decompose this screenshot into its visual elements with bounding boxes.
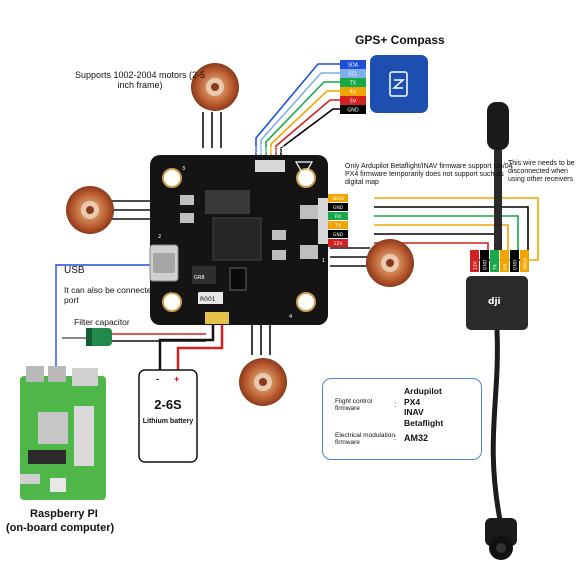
gps-pin-tx: TX (349, 81, 357, 87)
onboard-computer-label: (on-board computer) (6, 522, 115, 534)
firmware-inav: INAV (404, 407, 424, 418)
vtx-pin-rx: RX (335, 214, 341, 220)
motor-wires (112, 112, 370, 355)
motor-bottom (239, 358, 287, 406)
motor-number-3: 3 (182, 166, 185, 172)
vtx-pin-tx: TX (334, 223, 341, 229)
rx-pin-gnd-2: GND (513, 259, 519, 270)
flight-firmware-values: Ardupilot PX4 INAV Betaflight (404, 386, 443, 429)
raspberry-pi-label: Raspberry PI (30, 508, 98, 520)
esc-firmware-colon: : (394, 433, 397, 442)
dji-logo-icon: dji (488, 297, 501, 307)
receiver-pin-labels: 12V GND TX RX GND SBUS (470, 250, 529, 272)
firmware-betaflight: Betaflight (404, 417, 444, 428)
battery-wires (158, 325, 224, 372)
gps-pin-labels: SDA SCL TX RX 5V GND (340, 60, 366, 114)
fc-pad-labels: SCL SDA TX RX 5V GND (255, 142, 286, 154)
battery-plus: + (174, 374, 180, 384)
gps-pin-5v: 5V (350, 99, 357, 105)
motor-number-1: 1 (322, 258, 325, 264)
capacitor-wires (112, 333, 206, 342)
rx-pin-rx: RX (503, 264, 509, 270)
motor-number-4: 4 (289, 314, 292, 320)
flight-controller-board: 3 2 1 4 GR8 R001 (149, 155, 330, 325)
gps-pin-sda: SDA (348, 63, 359, 69)
vtx-firmware-note: Only Ardupilot Betaflight/INAV firmware … (345, 163, 513, 187)
esc-firmware-label: Electrical modulation firmware (335, 432, 395, 447)
fc-pad-5v: 5V (275, 146, 281, 153)
flight-firmware-colon: : (394, 400, 397, 409)
vtx-pin-gnd-1: GND (333, 205, 344, 211)
fc-pad-tx: TX (265, 147, 271, 154)
raspberry-pi-board (20, 366, 106, 500)
filter-capacitor-label: Filter capacitor (74, 317, 130, 327)
gps-pin-gnd: GND (347, 108, 359, 114)
serial-note: It can also be connected via a serial po… (64, 285, 200, 305)
esc-firmware-value: AM32 (404, 433, 429, 443)
antenna (487, 102, 509, 250)
motor-left (66, 186, 114, 234)
filter-capacitor (62, 328, 112, 346)
battery-minus: - (156, 374, 159, 384)
gps-wires (255, 63, 340, 160)
motors-note: Supports 1002-2004 motors (2-5 inch fram… (74, 70, 206, 91)
battery-cells: 2-6S (154, 397, 182, 412)
wire-note: This wire needs to be disconnected when … (508, 160, 575, 184)
fc-pad-scl: SCL (255, 144, 261, 153)
gps-title: GPS+ Compass (355, 33, 445, 47)
usb-cable (55, 264, 150, 370)
firmware-px4: PX4 (404, 396, 421, 407)
vtx-pin-12v: 12V (334, 241, 344, 247)
rx-pin-sbus: SBUS (523, 258, 529, 270)
air-unit: dji (466, 276, 528, 560)
gps-pin-rx: RX (350, 90, 357, 96)
motor-number-2: 2 (158, 234, 161, 240)
motor-right (366, 239, 414, 287)
rx-pin-gnd-1: GND (483, 259, 489, 270)
gps-pin-scl: SCL (348, 72, 358, 78)
resistor-label: R001 (200, 296, 216, 303)
vtx-pin-gnd-2: GND (333, 232, 344, 238)
gps-module (370, 55, 428, 113)
firmware-box (322, 378, 482, 460)
rx-pin-tx: TX (493, 264, 499, 271)
rx-pin-12v: 12V (473, 260, 479, 270)
fc-pad-rx: RX (270, 147, 276, 153)
vtx-pin-sbus: SBUS (332, 196, 344, 202)
vtx-pin-labels: SBUS GND RX TX GND 12V (328, 194, 348, 247)
chip-label: GR8 (194, 275, 205, 281)
battery-type: Lithium battery (142, 418, 194, 425)
flight-firmware-label: Flight control firmware (335, 398, 373, 413)
motor-top (191, 63, 239, 111)
fc-pad-sda: SDA (260, 143, 266, 153)
battery (138, 369, 198, 463)
firmware-ardupilot: Ardupilot (404, 386, 442, 396)
fc-pad-gnd: GND (280, 142, 286, 153)
usb-label: USB (64, 265, 85, 276)
